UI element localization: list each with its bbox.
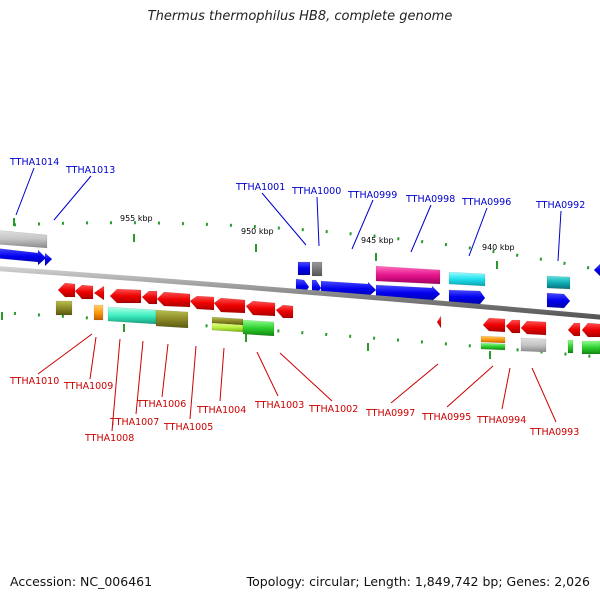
gene-label-reverse: TTHA1007: [109, 417, 159, 428]
gene-label-forward: TTHA0998: [405, 194, 455, 205]
gene-label-reverse: TTHA1006: [136, 399, 186, 410]
gene-arrow-red: [109, 288, 142, 304]
gene-label-reverse: TTHA0997: [365, 408, 415, 419]
gene-block-olive: [55, 300, 73, 316]
scale-label: 955 kbp: [120, 214, 153, 223]
gene-arrow-red: [189, 295, 215, 311]
scale-label: 940 kbp: [482, 243, 515, 252]
forward-leader-lines: [15, 167, 562, 262]
gene-arrow-red: [245, 300, 276, 317]
gene-block-green: [242, 319, 275, 337]
gene-arrow-red: [93, 285, 105, 301]
gene-label-reverse: TTHA0995: [421, 412, 471, 423]
gene-label-forward: TTHA0996: [461, 197, 511, 208]
reverse-leader-lines: [37, 333, 557, 432]
gene-arrow-blue: [0, 248, 47, 266]
gene-arrow-red: [156, 291, 191, 308]
gene-label-forward: TTHA1001: [235, 182, 285, 193]
gene-arrow-red: [74, 284, 94, 300]
gene-label-forward: TTHA1013: [65, 165, 115, 176]
gene-block-teal: [546, 275, 571, 290]
gene-arrow-red: [213, 297, 246, 314]
gene-label-reverse: TTHA1004: [196, 405, 246, 416]
gene-block-orange: [480, 335, 506, 344]
gene-arrow-red: [275, 304, 294, 319]
reverse-features: [55, 282, 600, 355]
gene-arrow-red: [520, 320, 547, 336]
gene-block-grey: [520, 337, 547, 353]
gene-label-reverse: TTHA1002: [308, 404, 358, 415]
gene-block-blue: [297, 261, 311, 276]
scale-label: 950 kbp: [241, 227, 274, 236]
inner-major-ticks: [1, 312, 491, 359]
gene-arrow-red: [436, 315, 442, 329]
gene-label-forward: TTHA0999: [347, 190, 397, 201]
gene-block-green: [581, 340, 600, 355]
map-title: Thermus thermophilus HB8, complete genom…: [147, 9, 453, 24]
gene-arrow-blue: [546, 292, 571, 309]
gene-block-grey: [0, 230, 48, 249]
accession-text: Accession: NC_006461: [10, 574, 153, 589]
genome-summary-text: Topology: circular; Length: 1,849,742 bp…: [246, 574, 590, 589]
gene-label-forward: TTHA0992: [535, 200, 585, 211]
gene-arrow-blue: [448, 289, 486, 305]
gene-block-green: [480, 342, 506, 351]
gene-block-aqua: [107, 306, 157, 325]
gene-block-darkgrey: [311, 261, 323, 277]
gene-label-reverse: TTHA1003: [254, 400, 304, 411]
genome-backbone: [0, 266, 600, 320]
gene-label-reverse: TTHA1010: [9, 376, 59, 387]
gene-arrow-red: [57, 282, 76, 298]
gene-block-orange: [93, 304, 104, 321]
scale-label: 945 kbp: [361, 236, 394, 245]
gene-arrow-red: [505, 319, 521, 334]
gene-label-forward: TTHA1000: [291, 186, 341, 197]
gene-arrow-red: [482, 317, 506, 333]
gene-label-reverse: TTHA0993: [529, 427, 579, 438]
gene-arrow-red: [141, 290, 158, 305]
gene-arrow-blue: [593, 263, 600, 277]
outer-major-ticks: [13, 218, 498, 269]
gene-arrow-red: [567, 322, 581, 337]
gene-block-green: [567, 339, 574, 354]
gene-label-reverse: TTHA0994: [476, 415, 526, 426]
gene-block-pink: [375, 265, 441, 285]
gene-arrow-blue: [44, 252, 53, 267]
gene-arrow-red: [581, 322, 600, 338]
gene-label-reverse: TTHA1008: [84, 433, 134, 444]
gene-label-reverse: TTHA1009: [63, 381, 113, 392]
gene-block-cyan: [448, 271, 486, 287]
gene-block-olive: [155, 309, 189, 329]
gene-label-forward: TTHA1014: [9, 157, 59, 168]
gene-label-reverse: TTHA1005: [163, 422, 213, 433]
